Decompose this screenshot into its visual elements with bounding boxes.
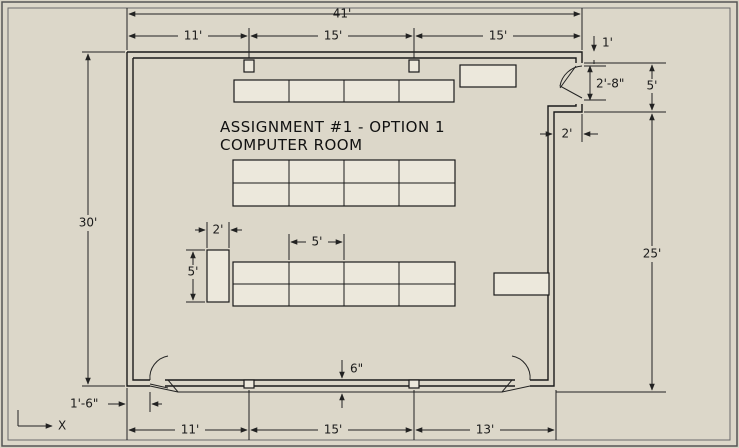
door-top-right <box>559 65 583 99</box>
dim-table-width: 2' <box>213 223 224 237</box>
dim-top-left: 11' <box>184 29 203 43</box>
extension-lines <box>82 8 666 440</box>
border-line <box>7 7 731 441</box>
dim-desk-unit: 5' <box>312 235 323 249</box>
room-walls <box>126 51 583 387</box>
drawing-subtitle: COMPUTER ROOM <box>220 136 363 154</box>
bottom-wall-bump <box>167 379 513 393</box>
dim-top-right: 15' <box>489 29 508 43</box>
column-top-right <box>408 59 420 73</box>
axis-label-x: X <box>58 419 66 433</box>
dim-corner-offset: 1'-6" <box>70 397 98 411</box>
desk-row-top <box>233 79 455 103</box>
dim-height-right: 25' <box>643 247 662 261</box>
dim-height-left: 30' <box>79 216 98 230</box>
dim-door-section: 5' <box>647 79 658 93</box>
dim-bottom-left: 11' <box>181 423 200 437</box>
dim-door-offset: 1' <box>602 36 613 50</box>
dim-door-width: 2'-8" <box>596 77 624 91</box>
vertical-table <box>206 249 230 303</box>
desk-block-bottom <box>232 261 456 307</box>
dim-bottom-right: 13' <box>476 423 495 437</box>
door-bottom-left <box>149 355 179 393</box>
side-table-top <box>459 64 517 88</box>
dim-wall-step: 2' <box>562 127 573 141</box>
dim-top-mid: 15' <box>324 29 343 43</box>
door-bottom-right <box>501 355 531 393</box>
dim-wall-thickness: 6" <box>350 362 363 376</box>
column-bottom-left <box>243 379 255 389</box>
dim-bottom-mid: 15' <box>324 423 343 437</box>
drawing-title: ASSIGNMENT #1 - OPTION 1 <box>220 118 445 136</box>
column-bottom-right <box>408 379 420 389</box>
desk-block-middle <box>232 159 456 207</box>
dim-overall-width: 41' <box>333 7 352 21</box>
side-table-right <box>493 272 550 296</box>
dim-table-length: 5' <box>188 265 199 279</box>
column-top-left <box>243 59 255 73</box>
